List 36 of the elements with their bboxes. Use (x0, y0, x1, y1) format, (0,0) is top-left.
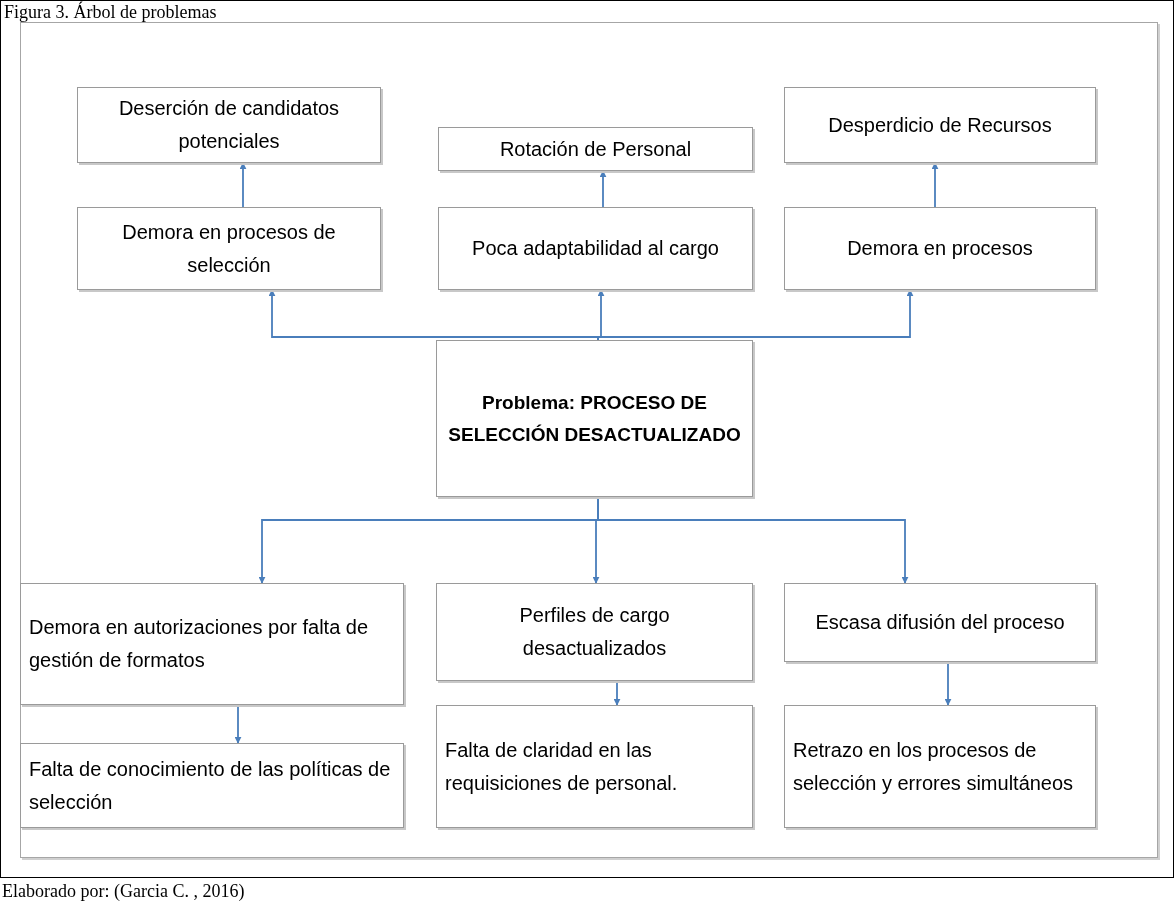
box-text: Perfiles de cargo desactualizados (518, 603, 671, 661)
arrow (613, 680, 621, 706)
box-text: Poca adaptabilidad al cargo (472, 236, 719, 261)
box-text: Rotación de Personal (499, 136, 692, 162)
cause-effect-box (436, 705, 753, 828)
arrow (268, 289, 599, 341)
cause-effect-box (784, 87, 1096, 163)
cause-effect-box (436, 583, 753, 681)
cause-effect-box (20, 583, 404, 705)
problem-box (436, 340, 753, 497)
cause-effect-box (77, 207, 381, 290)
cause-effect-box (438, 207, 753, 290)
arrow (597, 289, 914, 341)
cause-effect-box (784, 705, 1096, 828)
source-caption: Elaborado por: (Garcia C. , 2016) (2, 881, 245, 902)
cause-effect-box (438, 127, 753, 171)
arrow (234, 704, 242, 744)
arrow (944, 661, 952, 706)
box-text: Deserción de candidatos potenciales (117, 96, 341, 154)
box-text: Demora en autorizaciones por falta de gestión de formatos (29, 615, 370, 673)
figure-title: Figura 3. Árbol de problemas (4, 2, 217, 23)
cause-effect-box (784, 207, 1096, 290)
arrow (599, 170, 607, 208)
cause-effect-box (20, 743, 404, 828)
box-text: Retrazo en los procesos de selección y errores simultáneos (793, 737, 1075, 796)
box-text: Falta de conocimiento de las políticas de selección (29, 756, 392, 815)
box-text: Demora en procesos de selección (121, 219, 337, 278)
box-text: Falta de claridad en las requisiciones de personal. (445, 737, 679, 796)
box-text: Desperdicio de Recursos (828, 112, 1052, 138)
cause-effect-box (784, 583, 1096, 662)
box-text: Demora en procesos (847, 236, 1033, 261)
box-text: Problema: PROCESO DE SELECCIÓN DESACTUALIZADO (447, 391, 742, 447)
cause-effect-box (77, 87, 381, 163)
arrow (931, 162, 939, 208)
box-text: Escasa difusión del proceso (815, 610, 1065, 635)
arrow (239, 162, 247, 208)
